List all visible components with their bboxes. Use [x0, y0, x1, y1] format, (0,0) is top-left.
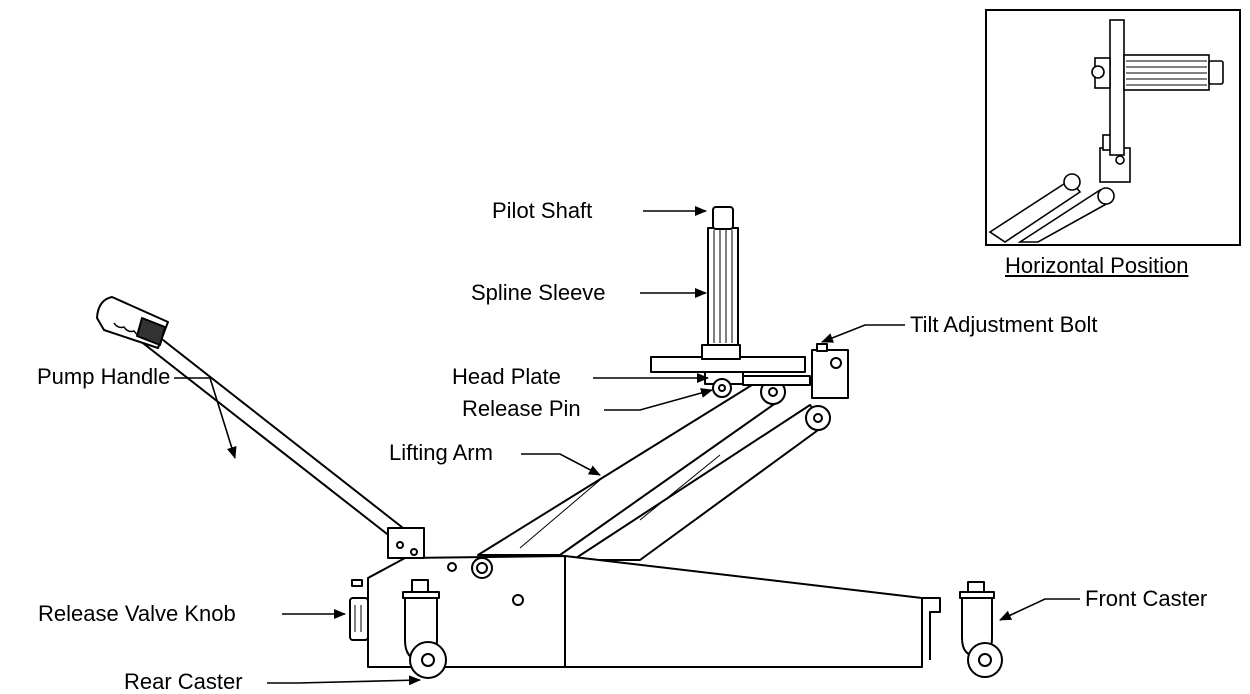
label-pump-handle: Pump Handle [37, 364, 171, 389]
leader-rear-caster [267, 675, 421, 686]
spline-sleeve [707, 227, 739, 346]
jack-frame [367, 555, 941, 668]
leader-tilt-bolt [821, 324, 905, 343]
lifting-arm [477, 379, 831, 561]
label-lifting-arm: Lifting Arm [389, 440, 493, 465]
label-spline-sleeve: Spline Sleeve [471, 280, 606, 305]
label-release-valve-knob: Release Valve Knob [38, 601, 236, 626]
label-release-pin: Release Pin [462, 396, 581, 421]
inset-caption: Horizontal Position [1005, 253, 1189, 278]
inset-horizontal-position [985, 9, 1241, 246]
leader-release-pin [604, 388, 713, 411]
head-plate [650, 343, 849, 399]
release-valve-knob [349, 579, 369, 641]
label-rear-caster: Rear Caster [124, 669, 243, 694]
release-pin [712, 378, 732, 398]
front-caster [959, 581, 1003, 678]
label-front-caster: Front Caster [1085, 586, 1208, 611]
label-pilot-shaft: Pilot Shaft [492, 198, 593, 223]
label-tilt-adjustment-bolt: Tilt Adjustment Bolt [910, 312, 1098, 337]
rear-caster [402, 579, 447, 679]
leader-pump-handle [174, 377, 237, 459]
leader-lifting-arm [521, 453, 601, 476]
pump-handle [96, 296, 425, 559]
leader-front-caster [999, 598, 1080, 621]
pilot-shaft [712, 206, 734, 230]
label-head-plate: Head Plate [452, 364, 561, 389]
